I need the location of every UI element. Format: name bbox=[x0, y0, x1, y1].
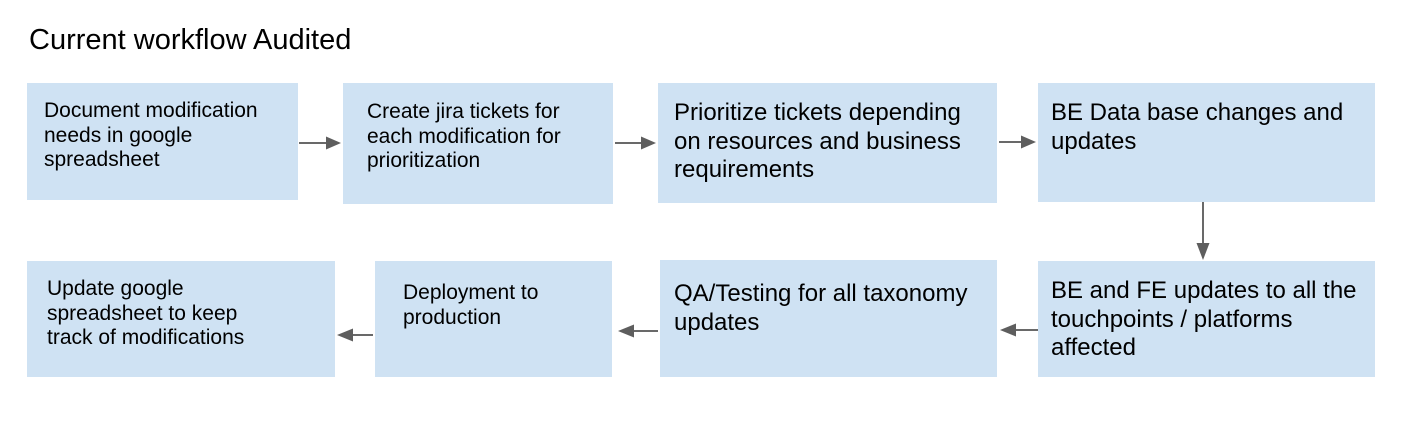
right-arrow-icon bbox=[999, 135, 1036, 149]
left-arrow-icon bbox=[1000, 323, 1038, 337]
down-arrow-icon bbox=[1196, 202, 1210, 260]
flow-step-prioritize-tickets: Prioritize tickets depending on resource… bbox=[658, 83, 997, 203]
flow-step-be-database-changes: BE Data base changes and updates bbox=[1038, 83, 1375, 202]
flow-step-qa-testing: QA/Testing for all taxonomy updates bbox=[660, 260, 997, 377]
flow-step-create-jira-tickets: Create jira tickets for each modificatio… bbox=[343, 83, 613, 204]
right-arrow-icon bbox=[299, 136, 341, 150]
flow-step-be-fe-updates: BE and FE updates to all the touchpoints… bbox=[1038, 261, 1375, 377]
flow-step-update-spreadsheet: Update google spreadsheet to keep track … bbox=[27, 261, 335, 377]
left-arrow-icon bbox=[337, 328, 373, 342]
page-title: Current workflow Audited bbox=[29, 24, 352, 56]
flow-step-deployment: Deployment to production bbox=[375, 261, 612, 377]
flow-step-document-modification: Document modification needs in google sp… bbox=[27, 83, 298, 200]
left-arrow-icon bbox=[618, 324, 658, 338]
right-arrow-icon bbox=[615, 136, 656, 150]
